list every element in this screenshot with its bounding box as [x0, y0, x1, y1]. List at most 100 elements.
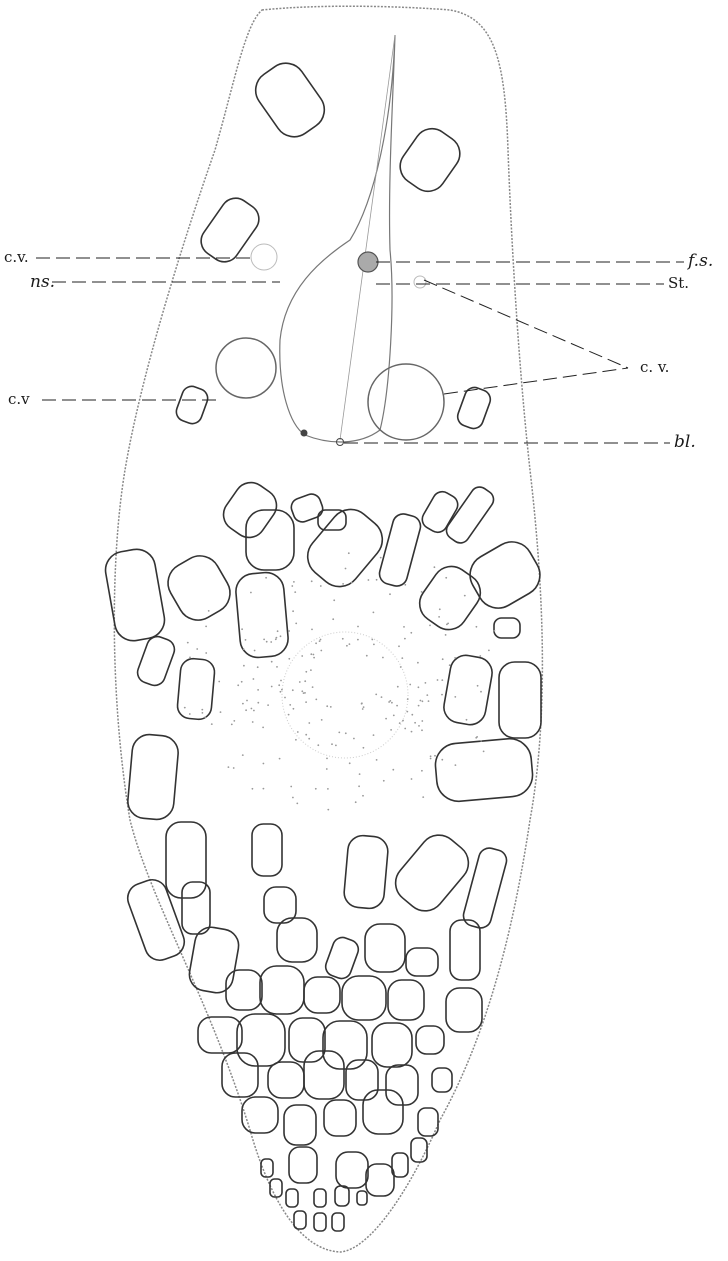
label-cv-right: c. v. [640, 358, 669, 376]
food-inclusion [226, 970, 262, 1010]
stipple-dot [327, 788, 329, 790]
food-inclusion [323, 1021, 367, 1069]
stipple-dot [243, 649, 245, 651]
stipple-dot [410, 632, 412, 634]
food-inclusion [446, 988, 482, 1032]
stipple-dot [441, 759, 443, 761]
food-inclusion [342, 976, 386, 1020]
stipple-dot [205, 626, 207, 628]
stipple-dot [218, 681, 220, 683]
stipple-dot [417, 662, 419, 664]
food-inclusion [388, 827, 477, 919]
stipple-dot [480, 740, 482, 742]
stipple-dot [241, 628, 243, 630]
stipple-dot [228, 766, 230, 768]
label-fs: f.s. [688, 251, 713, 271]
stipple-dot [455, 764, 457, 766]
stipple-dot [445, 577, 447, 579]
food-inclusion [377, 512, 423, 589]
stipple-dot [253, 710, 255, 712]
contractile-vacuole-small-left [251, 244, 277, 270]
stipple-dot [315, 788, 317, 790]
food-inclusion [332, 1213, 344, 1231]
stipple-dot [276, 666, 278, 668]
stipple-dot [241, 681, 243, 683]
leader-cv-right-a [424, 280, 628, 368]
stipple-dot [422, 796, 424, 798]
stipple-dot [363, 747, 365, 749]
food-inclusion [268, 1062, 304, 1098]
stipple-dot [284, 697, 286, 699]
stipple-dot [349, 643, 351, 645]
food-inclusion [103, 546, 168, 643]
stipple-dot [233, 720, 235, 722]
food-inclusion [455, 385, 493, 431]
stipple-dot [252, 788, 254, 790]
food-inclusion [416, 1026, 444, 1054]
stipple-dot [294, 591, 296, 593]
food-inclusion [366, 1164, 394, 1196]
stipple-dot [280, 635, 282, 637]
stipple-dot [338, 732, 340, 734]
stipple-dot [277, 630, 279, 632]
stipple-dot [281, 689, 283, 691]
stipple-dot [476, 736, 478, 738]
stipple-dot [404, 638, 406, 640]
stipple-dot [308, 722, 310, 724]
stipple-dot [373, 734, 375, 736]
stipple-dot [297, 731, 299, 733]
stipple-dot [414, 722, 416, 724]
stipple-dot [483, 751, 485, 753]
stipple-dot [263, 639, 265, 641]
stipple-dot [426, 694, 428, 696]
label-cv-upper-left: c.v. [4, 248, 29, 266]
stipple-dot [231, 724, 233, 726]
stipple-dot [327, 809, 329, 811]
food-inclusion [441, 653, 494, 727]
stipple-dot [353, 738, 355, 740]
stipple-dot [263, 788, 265, 790]
stipple-dot [187, 642, 189, 644]
food-inclusion [176, 658, 215, 721]
stipple-dot [237, 684, 239, 686]
stipple-dot [342, 638, 344, 640]
stipple-dot [305, 671, 307, 673]
stipple-dot [345, 732, 347, 734]
stipple-dot [202, 712, 204, 714]
stipple-dot [265, 577, 267, 579]
stipple-dot [376, 579, 378, 581]
oral-groove [280, 35, 395, 442]
food-inclusion [289, 1018, 325, 1062]
stipple-dot [373, 612, 375, 614]
stipple-dot [442, 658, 444, 660]
stipple-dot [363, 706, 365, 708]
food-inclusion [289, 1147, 317, 1183]
stipple-dot [357, 626, 359, 628]
stipple-dot [271, 686, 273, 688]
food-inclusion [388, 980, 424, 1020]
stipple-dot [409, 684, 411, 686]
stipple-dot [449, 664, 451, 666]
food-inclusion [393, 122, 467, 199]
stipple-dot [406, 711, 408, 713]
stipple-dot [332, 618, 334, 620]
stipple-dot [326, 705, 328, 707]
food-inclusion [343, 834, 389, 909]
stipple-dot [434, 566, 436, 568]
stipple-dot [293, 581, 295, 583]
food-inclusion [284, 1105, 316, 1145]
stipple-dot [375, 694, 377, 696]
stipple-dot [245, 639, 247, 641]
stipple-dot [292, 610, 294, 612]
stipple-dot [315, 699, 317, 701]
stipple-dot [397, 686, 399, 688]
stipple-dot [390, 729, 392, 731]
stipple-dot [267, 704, 269, 706]
stipple-dot [330, 706, 332, 708]
food-inclusion [187, 925, 241, 996]
stipple-dot [351, 582, 353, 584]
stipple-dot [280, 691, 282, 693]
stipple-dot [279, 758, 281, 760]
stipple-dot [407, 698, 409, 700]
stipple-dot [196, 648, 198, 650]
